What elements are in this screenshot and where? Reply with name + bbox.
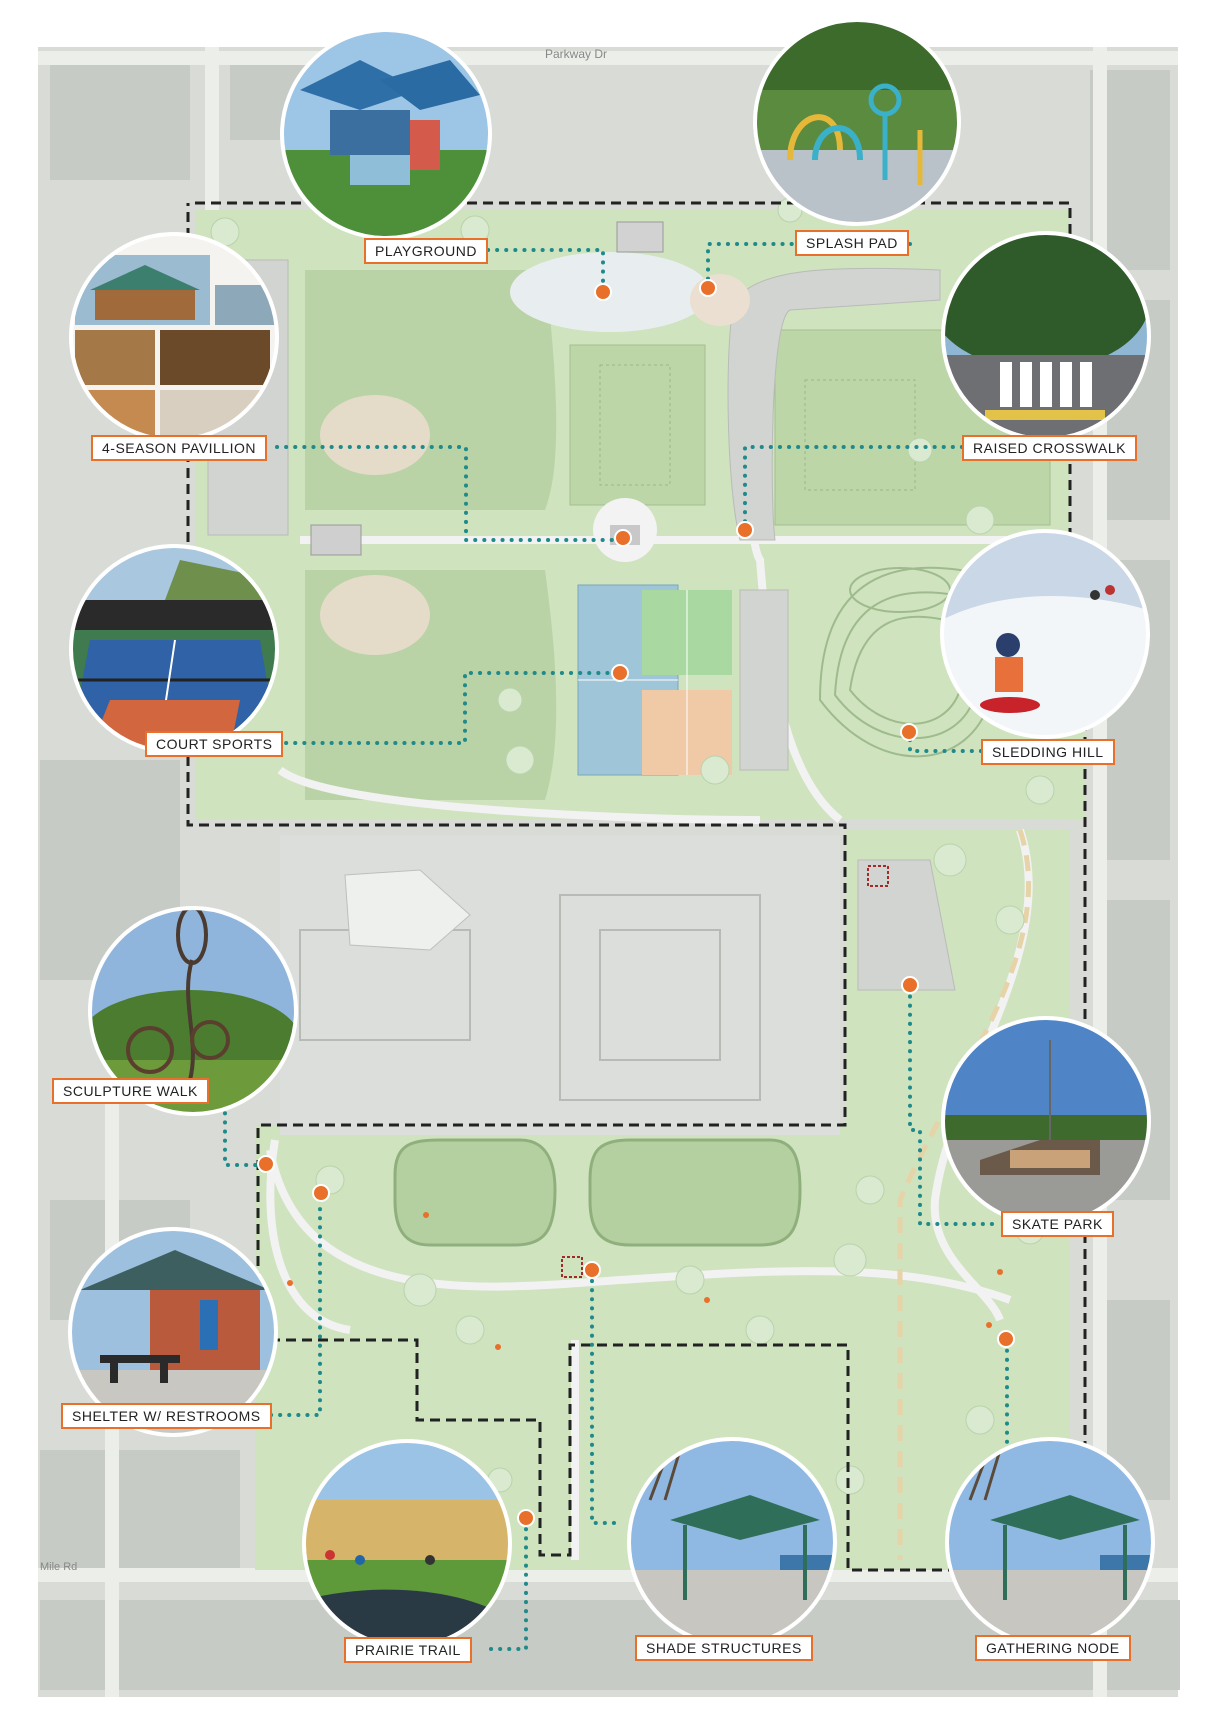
playground-photo bbox=[280, 28, 492, 240]
connector-shelter bbox=[269, 1193, 322, 1417]
label-skate-park[interactable]: SKATE PARK bbox=[1001, 1211, 1114, 1237]
marker-shade-structures bbox=[583, 1261, 601, 1279]
connector-shade-structures bbox=[590, 1270, 616, 1525]
connector-sculpture-walk bbox=[209, 1098, 267, 1167]
pavilion-photo bbox=[69, 232, 279, 442]
street-label-south: Mile Rd bbox=[40, 1561, 77, 1573]
connector-court-sports bbox=[275, 671, 622, 745]
gathering-node-photo bbox=[945, 1437, 1155, 1647]
label-gathering-node[interactable]: GATHERING NODE bbox=[975, 1635, 1131, 1661]
marker-gathering-node bbox=[997, 1330, 1015, 1348]
marker-pavilion bbox=[614, 529, 632, 547]
marker-sledding-hill bbox=[900, 723, 918, 741]
street-label-north: Parkway Dr bbox=[545, 47, 607, 61]
minor-markers bbox=[287, 1212, 1003, 1350]
label-prairie-trail[interactable]: PRAIRIE TRAIL bbox=[344, 1637, 472, 1663]
marker-prairie-trail bbox=[517, 1509, 535, 1527]
connector-playground bbox=[486, 248, 605, 294]
label-court-sports[interactable]: COURT SPORTS bbox=[145, 731, 284, 757]
retention-ponds bbox=[393, 1138, 802, 1247]
infield-south bbox=[320, 575, 430, 655]
park-boundary bbox=[186, 201, 1087, 1572]
restroom-markers bbox=[561, 865, 889, 1278]
skate-park-photo bbox=[941, 1016, 1151, 1226]
shelter-photo bbox=[68, 1227, 278, 1437]
connector-pavilion bbox=[275, 445, 625, 542]
marker-court-sports bbox=[611, 664, 629, 682]
storage-building bbox=[310, 524, 362, 556]
prairie-trail-photo bbox=[302, 1439, 512, 1649]
amenity-markers bbox=[257, 279, 1015, 1527]
label-sledding-hill[interactable]: SLEDDING HILL bbox=[981, 739, 1115, 765]
court-sports-photo bbox=[69, 544, 279, 754]
marker-splash-pad bbox=[699, 279, 717, 297]
label-raised-crosswalk[interactable]: RAISED CROSSWALK bbox=[962, 435, 1137, 461]
marker-shelter bbox=[312, 1184, 330, 1202]
marker-playground bbox=[594, 283, 612, 301]
label-pavilion[interactable]: 4-SEASON PAVILLION bbox=[91, 435, 267, 461]
label-shade-structures[interactable]: SHADE STRUCTURES bbox=[635, 1635, 813, 1661]
label-playground[interactable]: PLAYGROUND bbox=[364, 238, 488, 264]
marker-crosswalk bbox=[736, 521, 754, 539]
playground-building bbox=[616, 221, 664, 253]
label-sculpture-walk[interactable]: SCULPTURE WALK bbox=[52, 1078, 209, 1104]
prairie-trail-path bbox=[897, 829, 1032, 1560]
marker-sculpture-walk bbox=[257, 1155, 275, 1173]
splash-pad-area bbox=[690, 274, 750, 326]
connector-prairie-trail bbox=[489, 1516, 528, 1651]
label-splash-pad[interactable]: SPLASH PAD bbox=[795, 230, 909, 256]
shade-structure-photo bbox=[627, 1437, 837, 1647]
label-shelter[interactable]: SHELTER W/ RESTROOMS bbox=[61, 1403, 272, 1429]
civic-building-roof bbox=[344, 869, 471, 951]
infield-north bbox=[320, 395, 430, 475]
sledding-photo bbox=[940, 529, 1150, 739]
connector-splash-pad bbox=[706, 242, 912, 290]
connector-crosswalk bbox=[743, 445, 964, 532]
connector-lines bbox=[209, 242, 1009, 1651]
soccer-field-west bbox=[569, 344, 706, 506]
splash-pad-photo bbox=[753, 18, 961, 226]
marker-skate-park bbox=[901, 976, 919, 994]
